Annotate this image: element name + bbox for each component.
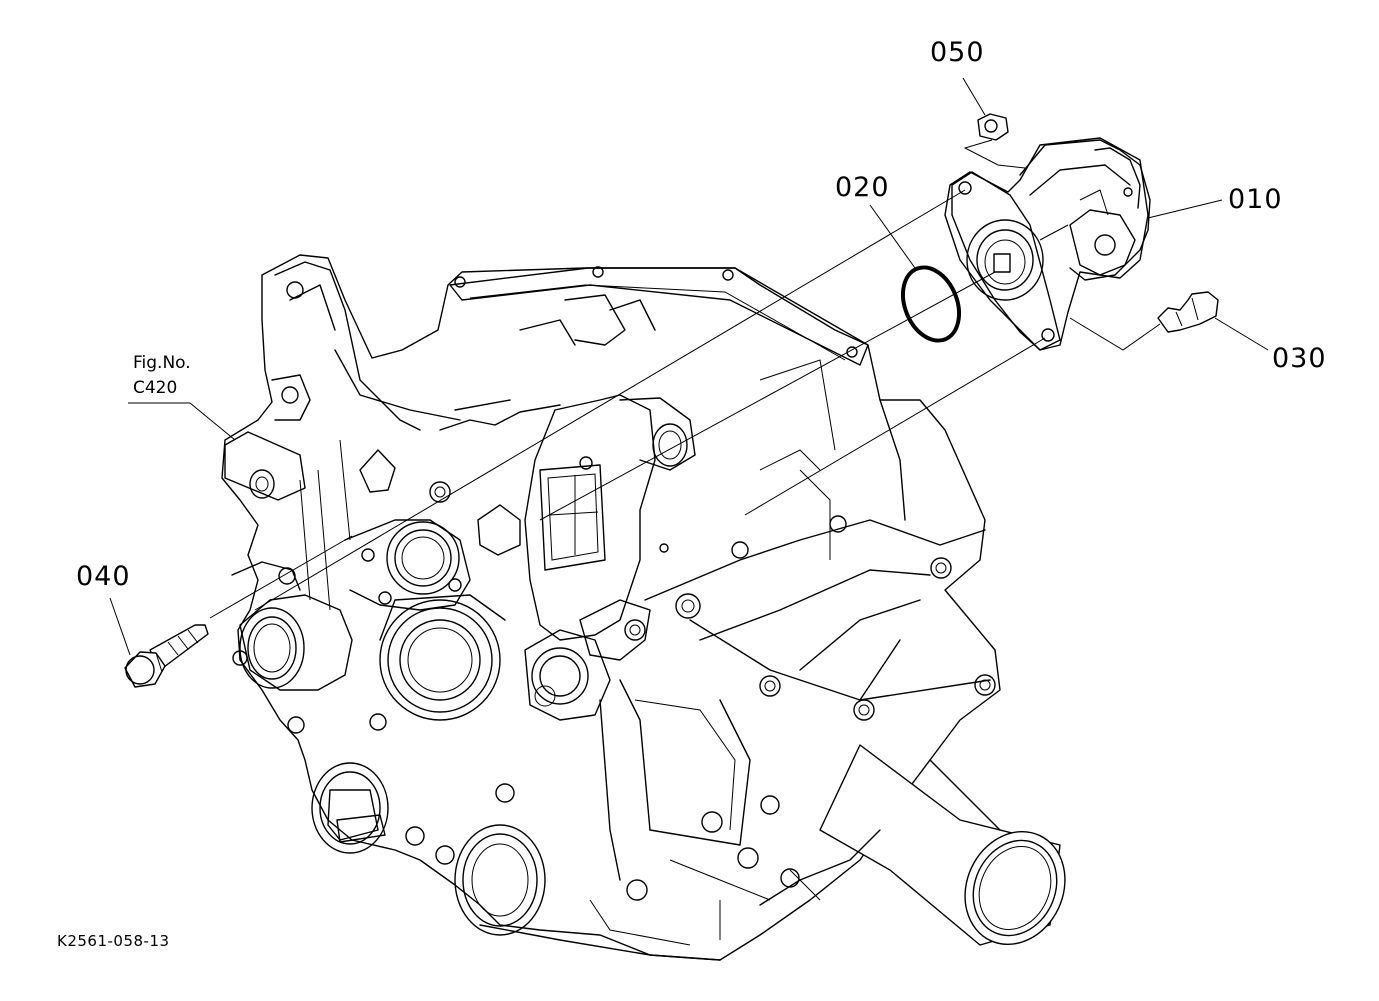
callout-040: 040 <box>76 561 131 592</box>
figure-reference-line1: Fig.No. <box>133 353 191 373</box>
callout-050: 050 <box>930 37 985 68</box>
figure-reference-line2: C420 <box>133 378 178 398</box>
fitting <box>1157 291 1219 333</box>
callout-030: 030 <box>1272 343 1327 374</box>
bolt <box>124 624 209 688</box>
callout-leaders <box>109 77 1269 656</box>
hydraulic-pump-assembly <box>944 137 1151 351</box>
transmission-case <box>221 254 1066 961</box>
callout-020: 020 <box>835 172 890 203</box>
drawing-code: K2561-058-13 <box>57 932 170 950</box>
nut <box>977 113 1009 141</box>
assembly-lines <box>209 139 1161 619</box>
callout-010: 010 <box>1228 184 1283 215</box>
figure-reference: Fig.No. C420 <box>133 352 191 399</box>
o-ring <box>901 265 961 343</box>
